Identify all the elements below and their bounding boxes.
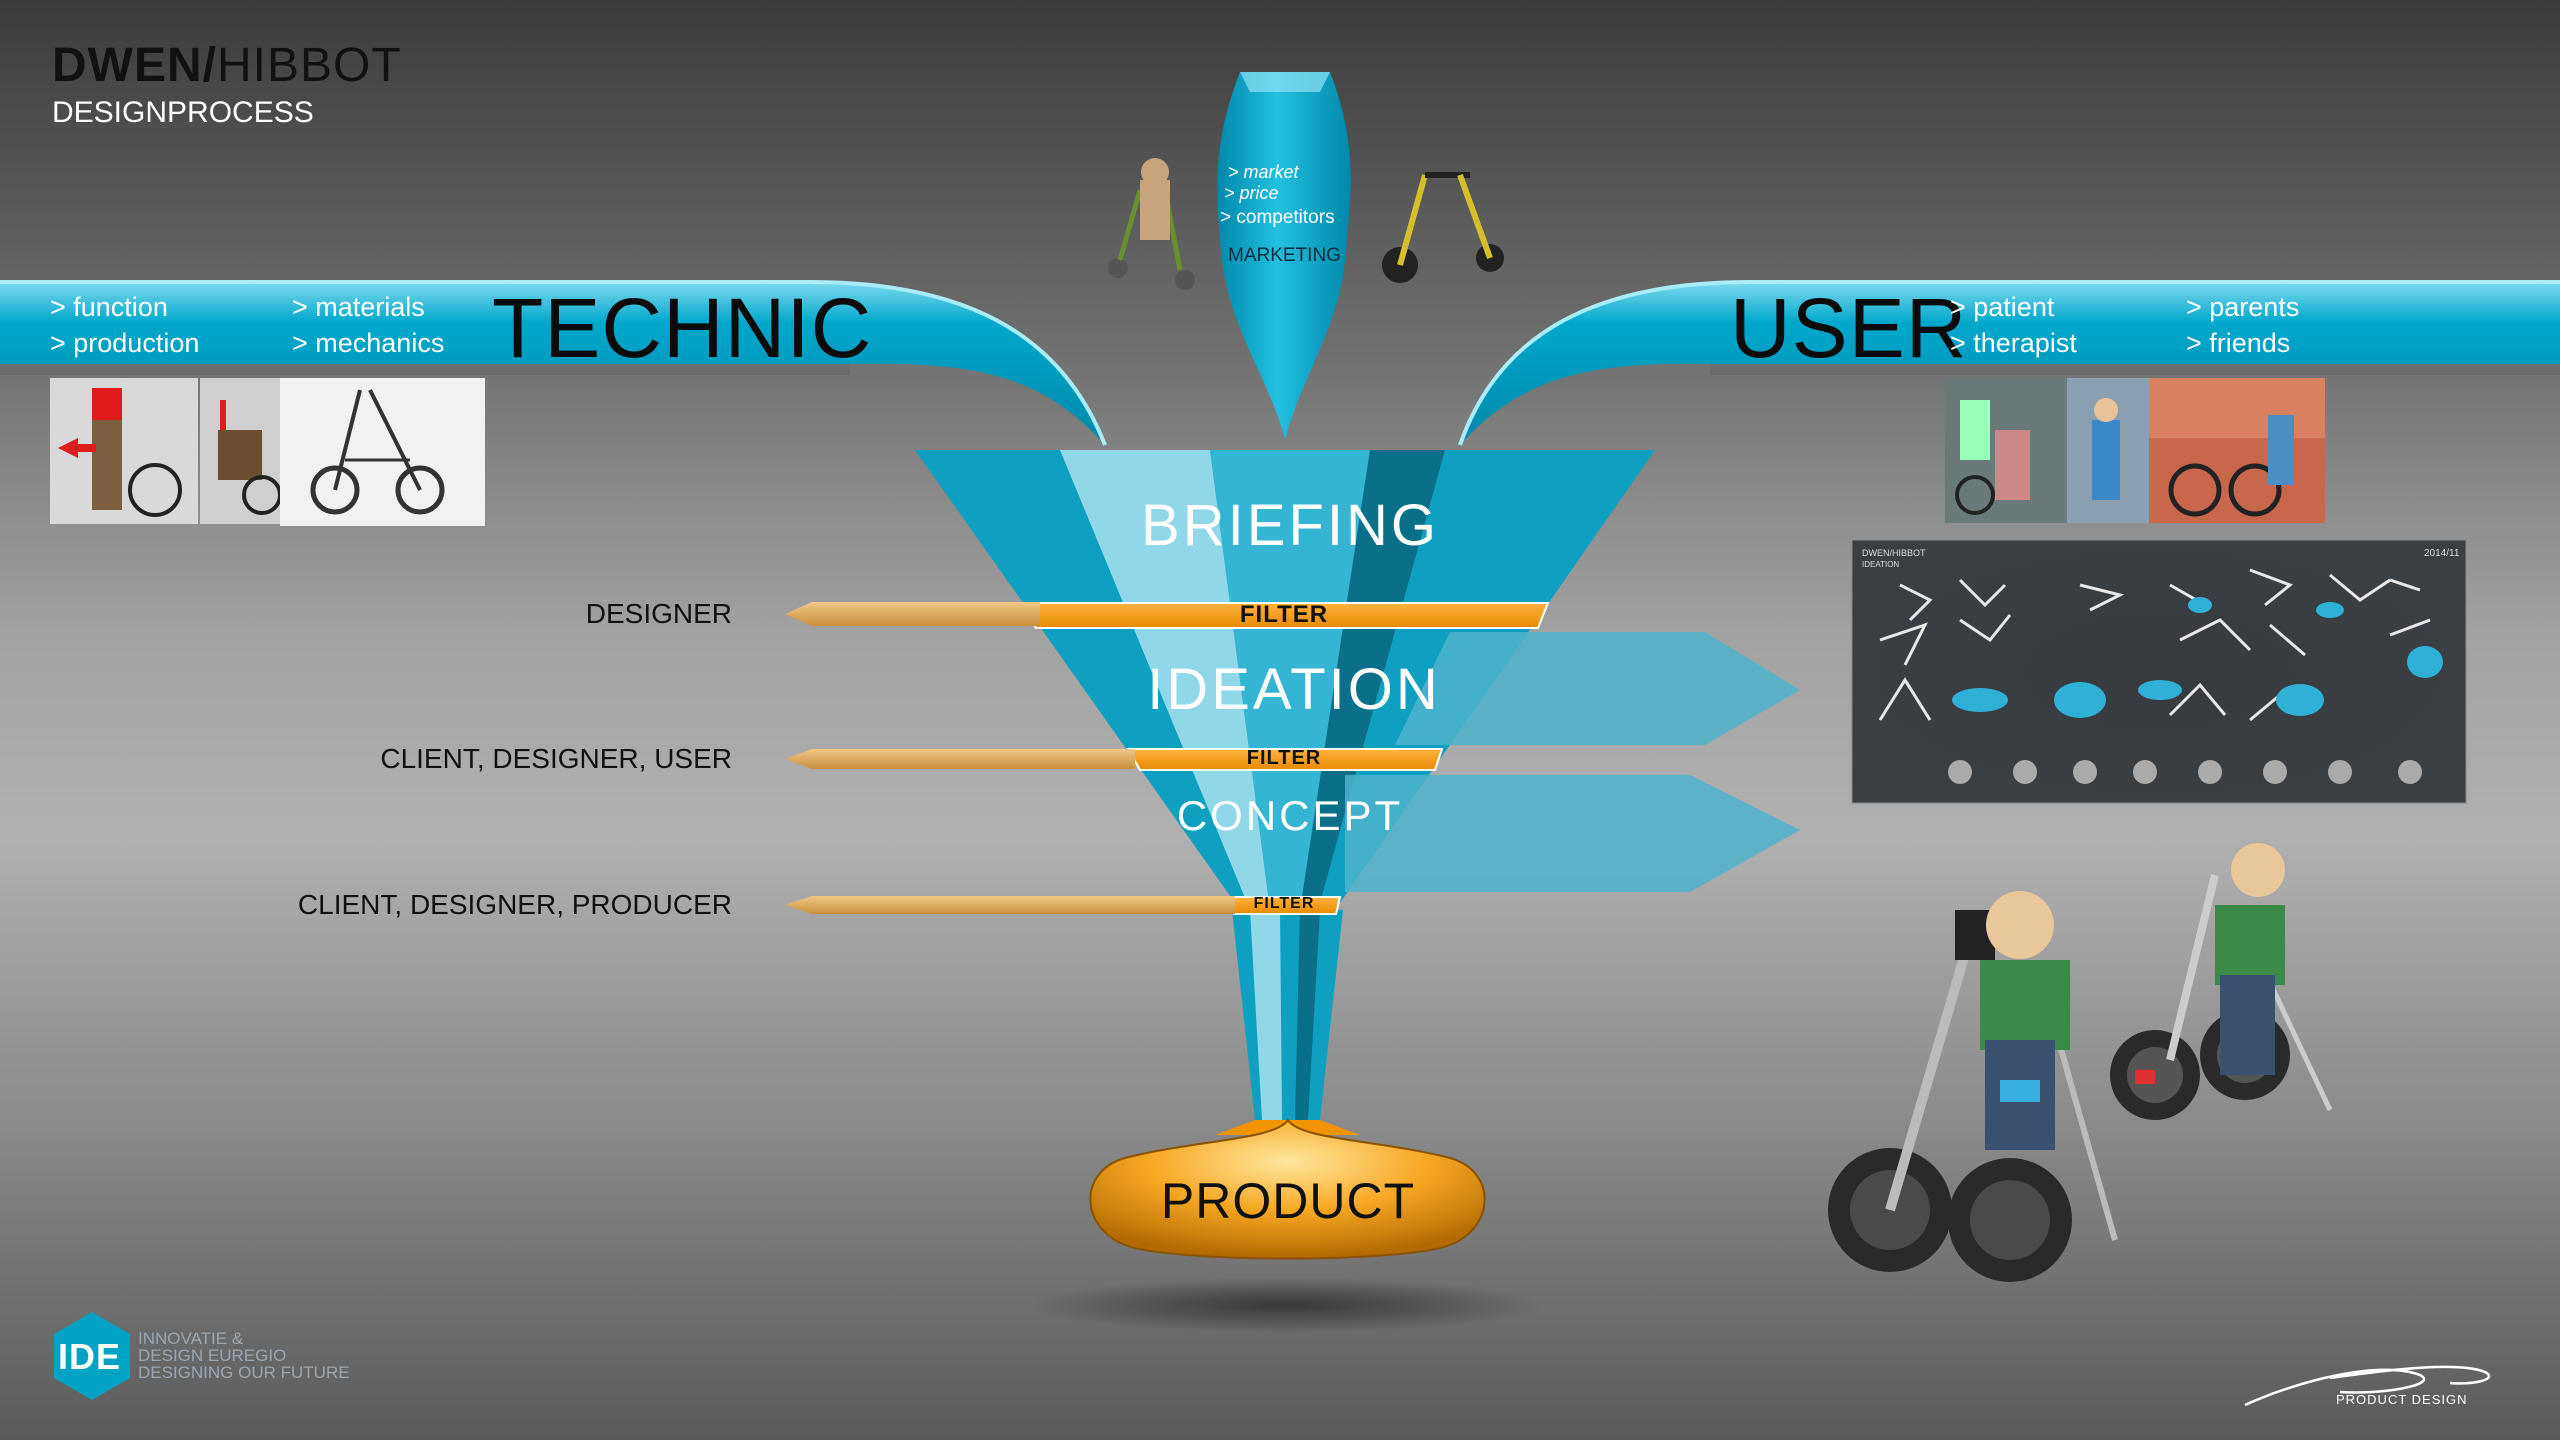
user-bullet-parents: > parents <box>2186 292 2300 322</box>
user-label: USER <box>1730 281 1968 375</box>
technic-bullet-mechanics: > mechanics <box>292 328 445 358</box>
marketing-photos <box>1108 158 1504 290</box>
marketing-drop <box>1217 72 1351 440</box>
funnel <box>915 450 1655 1135</box>
user-bullet-therapist: > therapist <box>1950 328 2077 358</box>
filter-role-1: DESIGNER <box>585 598 732 629</box>
technic-bullet-materials: > materials <box>292 292 425 322</box>
stage-ideation: IDEATION <box>1147 657 1441 722</box>
marketing-label: MARKETING <box>1228 245 1341 266</box>
stage-concept: CONCEPT <box>1176 792 1404 839</box>
ide-logo-text: IDE <box>58 1336 122 1377</box>
user-bullet-friends: > friends <box>2186 328 2291 358</box>
page-title: DWEN/HIBBOT <box>52 38 402 93</box>
ideation-board <box>1851 539 2467 804</box>
technic-bullet-function: > function <box>50 292 168 322</box>
filter-role-3: CLIENT, DESIGNER, PRODUCER <box>297 889 732 920</box>
ide-line-2: DESIGN EUREGIO <box>138 1346 287 1365</box>
board-date: 2014/11 <box>2424 548 2460 559</box>
product-shadow <box>1025 1277 1545 1333</box>
signature <box>2244 1365 2491 1407</box>
filter-arrows <box>785 602 1235 914</box>
filter-label-3: FILTER <box>1253 895 1315 912</box>
user-band <box>1458 280 2560 446</box>
technic-label: TECHNIC <box>492 281 873 375</box>
marketing-bullet-market: > market <box>1228 162 1299 182</box>
concept-output-arrow <box>1345 775 1800 892</box>
title-bold: DWEN/ <box>52 39 217 92</box>
filter-role-2: CLIENT, DESIGNER, USER <box>380 743 732 774</box>
board-subtitle: IDEATION <box>1862 560 1900 569</box>
filter-label-1: FILTER <box>1239 601 1329 628</box>
concept-render <box>1828 843 2333 1282</box>
technic-bullet-production: > production <box>50 328 200 358</box>
page-subtitle: DESIGNPROCESS <box>52 96 314 129</box>
title-regular: HIBBOT <box>216 39 402 92</box>
technic-photos <box>50 378 485 526</box>
filter-bands <box>1018 602 1550 915</box>
marketing-bullet-competitors: > competitors <box>1220 207 1335 228</box>
marketing-bullet-price: > price <box>1224 183 1279 203</box>
signature-caption: PRODUCT DESIGN <box>2336 1392 2468 1407</box>
user-bullet-patient: > patient <box>1950 292 2055 322</box>
board-title: DWEN/HIBBOT <box>1862 548 1926 558</box>
user-photos <box>1945 378 2325 523</box>
ideation-output-arrow <box>1395 632 1800 745</box>
stage-briefing: BRIEFING <box>1141 493 1439 558</box>
technic-band <box>0 280 1107 446</box>
product-drop <box>1089 1118 1486 1260</box>
ide-line-1: INNOVATIE & <box>138 1329 244 1348</box>
filter-label-2: FILTER <box>1246 747 1322 769</box>
ide-line-3: DESIGNING OUR FUTURE <box>138 1363 350 1382</box>
ide-logo-hex <box>54 1312 130 1400</box>
product-label: PRODUCT <box>1160 1173 1416 1229</box>
